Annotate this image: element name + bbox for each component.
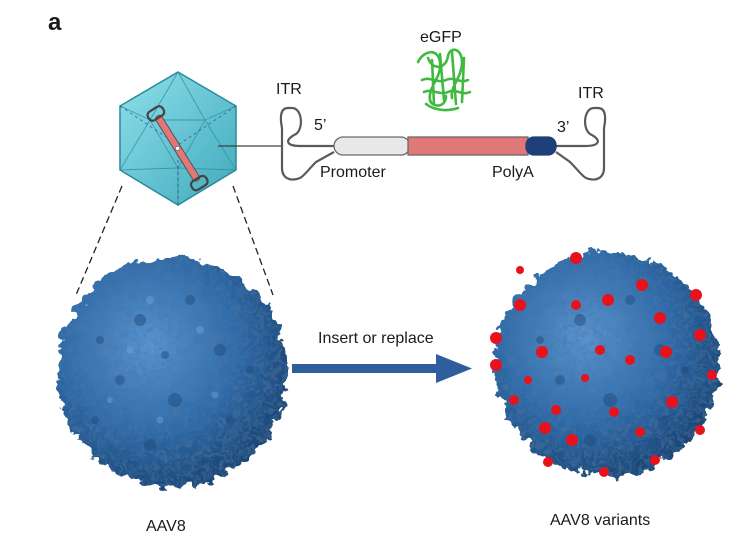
aav8-label: AAV8 xyxy=(146,518,186,535)
vector-genome xyxy=(279,106,607,181)
promoter-label: Promoter xyxy=(320,164,386,181)
panel-label: a xyxy=(48,9,62,36)
itr-right-hairpin xyxy=(555,106,607,181)
aav8-variant-capsid-icon xyxy=(490,252,719,477)
itr-left-hairpin xyxy=(279,106,335,181)
egfp-protein-icon xyxy=(416,48,472,112)
transgene-segment xyxy=(407,136,529,156)
arrow-label: Insert or replace xyxy=(318,330,434,347)
polya-label: PolyA xyxy=(492,164,534,181)
aav8-variants-label: AAV8 variants xyxy=(550,512,650,529)
five-prime-label: 5’ xyxy=(314,117,326,134)
egfp-label: eGFP xyxy=(420,29,462,46)
aav8-capsid-icon xyxy=(57,257,287,487)
three-prime-label: 3’ xyxy=(557,119,569,136)
itr-right-label: ITR xyxy=(578,85,604,102)
insert-or-replace-arrow xyxy=(292,354,472,383)
aav-icosahedron-icon xyxy=(119,71,237,206)
promoter-segment xyxy=(333,136,411,156)
polya-segment xyxy=(525,136,557,156)
itr-left-label: ITR xyxy=(276,81,302,98)
variant-insert-sites xyxy=(490,252,717,477)
